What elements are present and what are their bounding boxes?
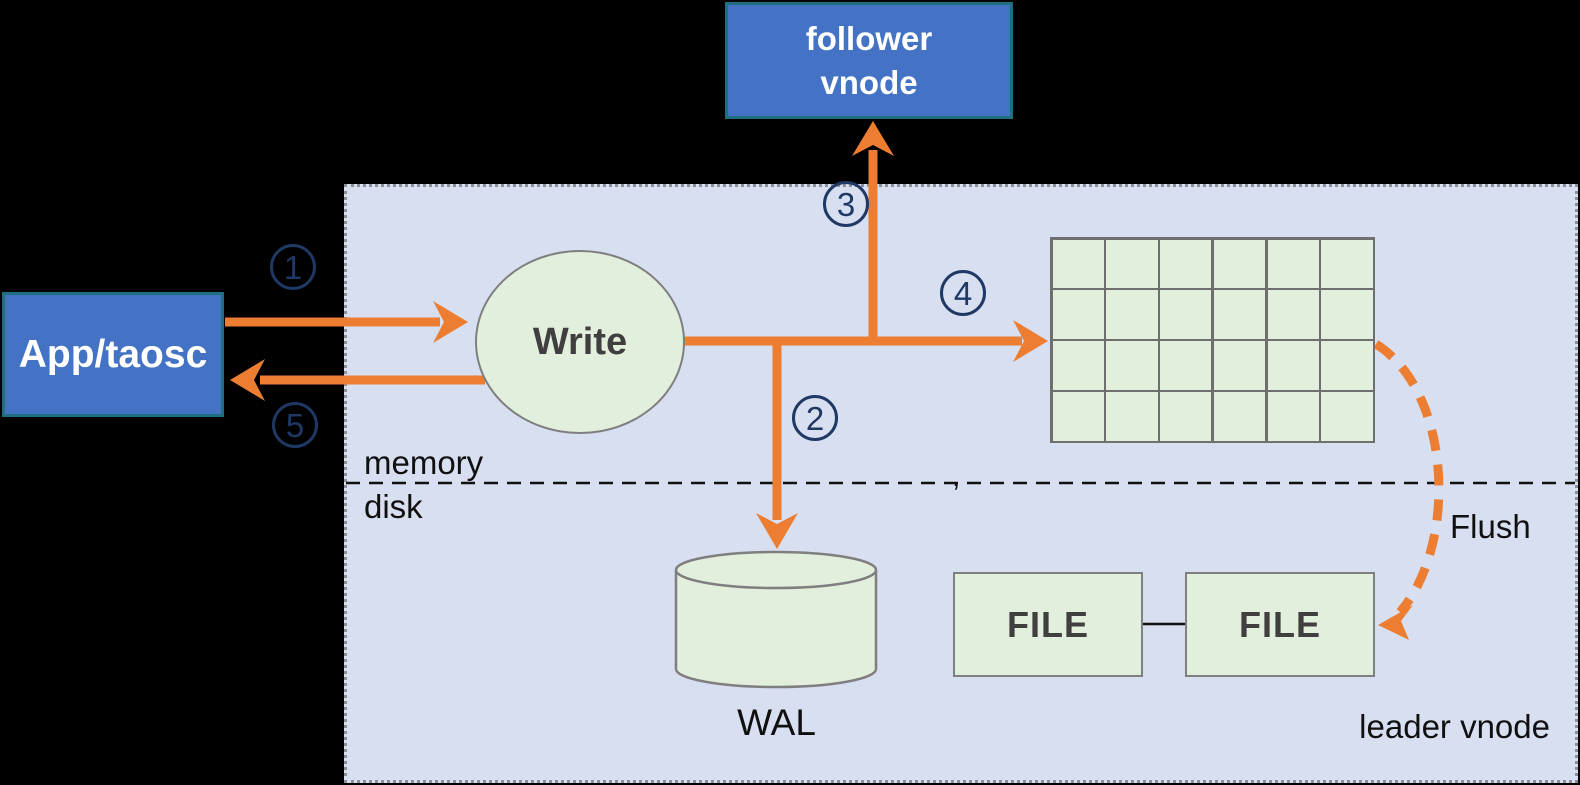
memtable-cell bbox=[1160, 392, 1212, 441]
follower-vnode-label-line2: vnode bbox=[820, 63, 918, 101]
memtable-cell bbox=[1160, 239, 1212, 288]
memtable-cell bbox=[1106, 239, 1158, 288]
memtable-cell bbox=[1267, 392, 1319, 441]
flush-label: Flush bbox=[1450, 508, 1531, 545]
memtable-cell bbox=[1321, 392, 1373, 441]
file-right-label: FILE bbox=[1239, 603, 1321, 645]
memtable-cell bbox=[1321, 290, 1373, 339]
follower-vnode-node: follower vnode bbox=[725, 2, 1013, 119]
step-badge-4: 4 bbox=[940, 270, 986, 316]
wal-label: WAL bbox=[737, 702, 816, 743]
memtable-cell bbox=[1052, 239, 1104, 288]
arrowhead-write-to-app bbox=[230, 359, 265, 401]
app-taosc-label: App/taosc bbox=[18, 332, 208, 376]
memtable-cell bbox=[1052, 392, 1104, 441]
file-node-left: FILE bbox=[953, 572, 1143, 677]
memtable-cell bbox=[1321, 341, 1373, 390]
memtable-cell bbox=[1213, 392, 1265, 441]
stray-comma-mark: , bbox=[952, 460, 961, 493]
memtable-cell bbox=[1267, 341, 1319, 390]
disk-label: disk bbox=[364, 488, 423, 525]
memory-label: memory bbox=[364, 444, 484, 481]
step-badge-3: 3 bbox=[823, 181, 869, 227]
memtable-cell bbox=[1213, 290, 1265, 339]
write-label: Write bbox=[532, 320, 628, 363]
memtable-cell bbox=[1160, 290, 1212, 339]
memtable-grid bbox=[1050, 237, 1375, 443]
file-node-right: FILE bbox=[1185, 572, 1375, 677]
memtable-cell bbox=[1052, 341, 1104, 390]
follower-vnode-label-line1: follower bbox=[805, 19, 933, 57]
memtable-cell bbox=[1213, 239, 1265, 288]
file-left-label: FILE bbox=[1007, 603, 1089, 645]
memtable-cell bbox=[1160, 341, 1212, 390]
memtable-cell bbox=[1213, 341, 1265, 390]
memtable-cell bbox=[1267, 239, 1319, 288]
memtable-cell bbox=[1106, 290, 1158, 339]
arrowhead-write-to-follower bbox=[852, 121, 894, 156]
leader-vnode-label: leader vnode bbox=[1359, 708, 1550, 745]
step-badge-1: 1 bbox=[270, 244, 316, 290]
memtable-cell bbox=[1106, 392, 1158, 441]
step-badge-5: 5 bbox=[272, 402, 318, 448]
memtable-cell bbox=[1052, 290, 1104, 339]
app-taosc-node: App/taosc bbox=[2, 292, 224, 417]
write-node: Write bbox=[475, 250, 685, 434]
memtable-cell bbox=[1321, 239, 1373, 288]
step-badge-2: 2 bbox=[792, 395, 838, 441]
memtable-cell bbox=[1106, 341, 1158, 390]
memtable-cell bbox=[1267, 290, 1319, 339]
